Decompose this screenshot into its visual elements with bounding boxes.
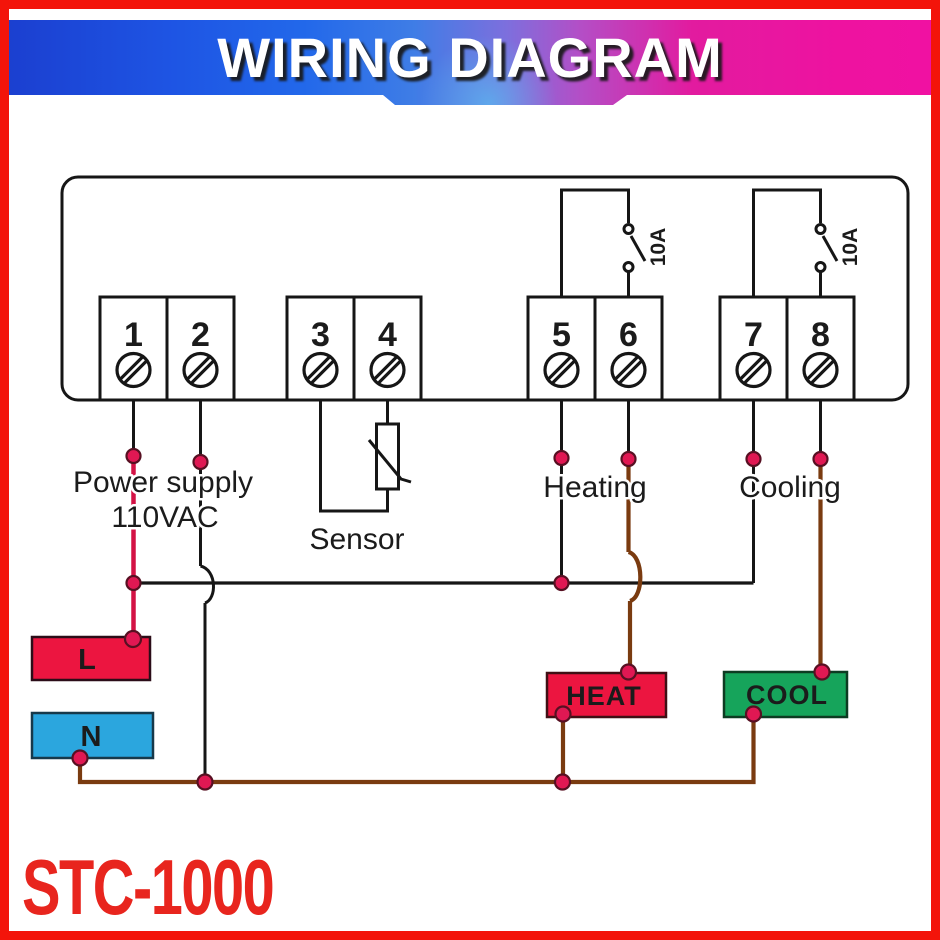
terminal-cell-8: 8	[785, 295, 856, 402]
screw-icon	[735, 351, 772, 389]
terminal-number: 3	[311, 316, 330, 354]
terminal-number: 2	[191, 316, 210, 354]
live-box-label: L	[78, 644, 96, 676]
power-supply-label-line2: 110VAC	[111, 501, 218, 534]
page-title: WIRING DIAGRAM	[217, 26, 723, 89]
relay-switch-heating: 10A	[560, 188, 670, 298]
screw-icon	[302, 351, 339, 389]
terminal-cell-5: 5	[526, 295, 597, 402]
controller-outline	[60, 175, 910, 402]
terminal-number: 6	[619, 316, 638, 354]
model-label: STC-1000	[22, 843, 275, 931]
relay-rating-label: 10A	[647, 228, 670, 267]
heating-label: Heating	[543, 471, 646, 504]
junction-dots	[71, 447, 831, 791]
power-and-relay-wires	[132, 400, 822, 782]
relay-rating-label: 10A	[839, 228, 862, 267]
relay-contact-icon	[814, 223, 827, 235]
terminal-number: 5	[552, 316, 571, 354]
power-supply-label-line1: Power supply	[73, 466, 253, 499]
relay-switch-cooling: 10A	[752, 188, 862, 298]
screw-icon	[610, 351, 647, 389]
load-wires	[77, 455, 823, 785]
terminal-cell-4: 4	[352, 295, 423, 402]
cooling-label: Cooling	[739, 471, 841, 504]
terminal-number: 1	[124, 316, 143, 354]
terminal-cell-6: 6	[593, 295, 664, 402]
relay-contact-icon	[622, 261, 635, 273]
terminal-cell-7: 7	[718, 295, 789, 402]
neutral-box: N	[30, 711, 155, 760]
terminal-cell-2: 2	[165, 295, 236, 402]
screw-icon	[182, 351, 219, 389]
terminal-cell-3: 3	[285, 295, 356, 402]
terminal-number: 4	[378, 316, 397, 354]
cool-box-label: COOL	[746, 680, 828, 710]
sensor-label: Sensor	[309, 523, 404, 556]
relay-contact-icon	[622, 223, 635, 235]
screw-icon	[802, 351, 839, 389]
sensor-circuit	[319, 400, 412, 513]
thermistor-icon	[375, 422, 400, 491]
neutral-box-label: N	[81, 721, 102, 753]
screw-icon	[115, 351, 152, 389]
screw-icon	[369, 351, 406, 389]
screw-icon	[543, 351, 580, 389]
banner-ribbon: WIRING DIAGRAM	[8, 20, 932, 105]
terminal-number: 8	[811, 316, 830, 354]
relay-contact-icon	[814, 261, 827, 273]
terminal-number: 7	[744, 316, 763, 354]
cool-box: COOL	[722, 670, 849, 719]
terminal-cell-1: 1	[98, 295, 169, 402]
heat-box-label: HEAT	[566, 681, 642, 711]
